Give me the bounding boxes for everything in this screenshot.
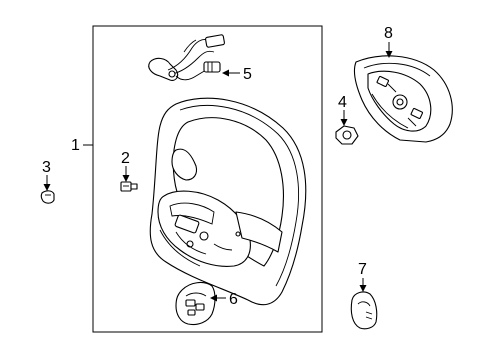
callout-6-label: 6 bbox=[229, 291, 238, 308]
callout-4: 4 bbox=[338, 94, 348, 126]
callout-2: 2 bbox=[121, 150, 130, 182]
switch-bezel-part bbox=[175, 281, 216, 326]
callout-8-label: 8 bbox=[384, 25, 393, 42]
callout-5: 5 bbox=[222, 66, 252, 83]
wire-harness-part bbox=[148, 34, 225, 81]
screw-part bbox=[120, 181, 138, 192]
callout-3: 3 bbox=[42, 159, 51, 191]
callout-5-label: 5 bbox=[243, 66, 252, 83]
callout-8: 8 bbox=[384, 25, 393, 58]
callout-7: 7 bbox=[358, 261, 367, 292]
callout-7-label: 7 bbox=[358, 261, 367, 278]
steering-wheel bbox=[149, 97, 307, 306]
assembly-frame bbox=[92, 25, 323, 333]
callout-3-label: 3 bbox=[42, 159, 51, 176]
callout-4-label: 4 bbox=[338, 94, 347, 111]
callout-1: 1 bbox=[71, 137, 93, 154]
callout-1-label: 1 bbox=[71, 137, 80, 154]
nut-part bbox=[335, 125, 359, 145]
clip-part bbox=[40, 190, 55, 204]
switch-knob-part bbox=[350, 291, 378, 330]
airbag-module-part bbox=[353, 55, 453, 143]
callout-6: 6 bbox=[210, 291, 238, 308]
callout-2-label: 2 bbox=[121, 150, 130, 167]
